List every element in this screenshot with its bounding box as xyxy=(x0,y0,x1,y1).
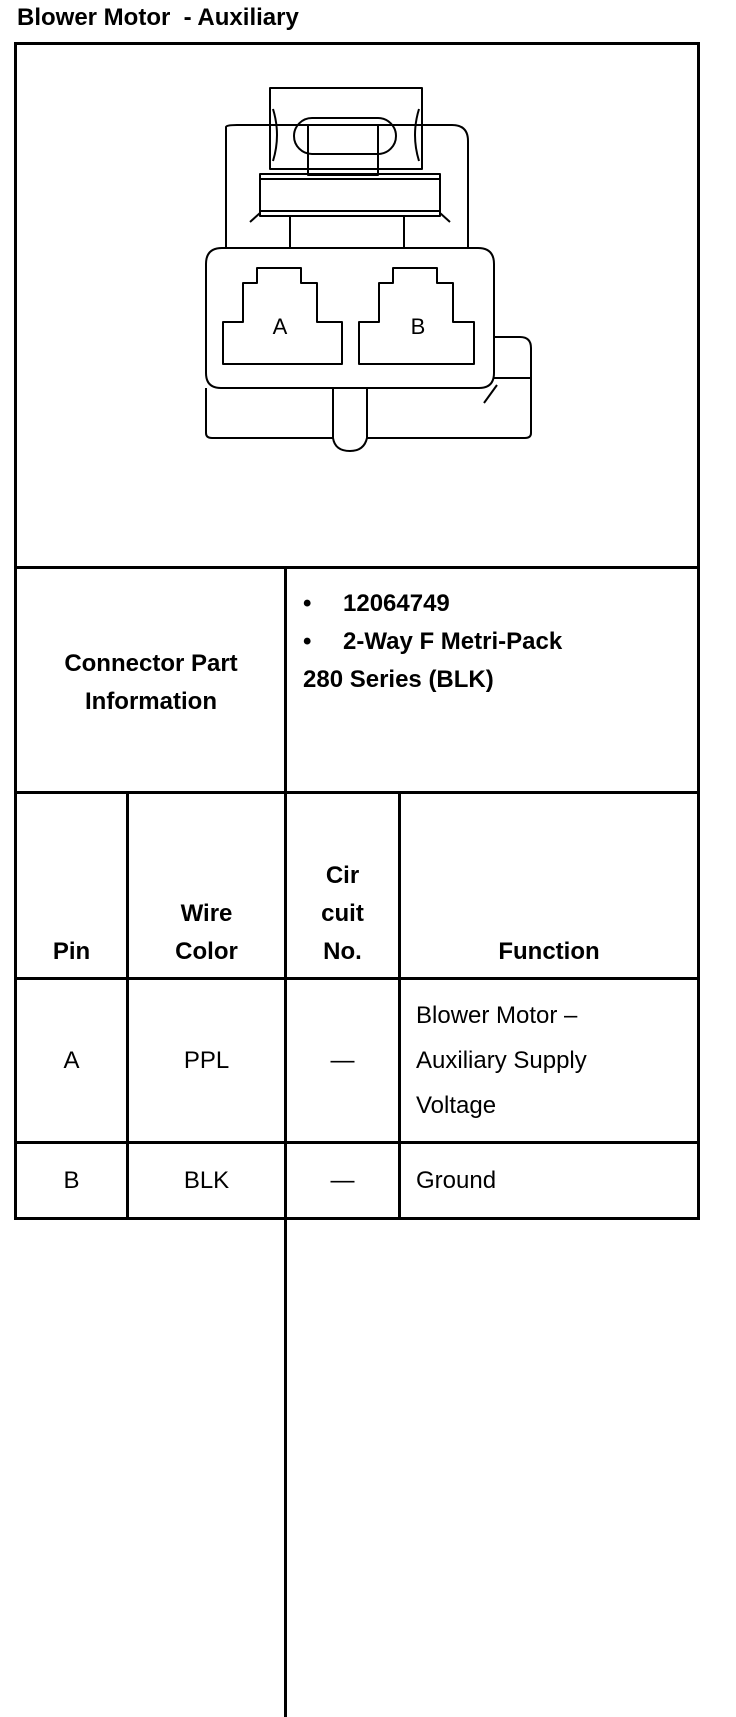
header-wire-color-line1: Wire xyxy=(180,900,233,927)
header-wire-color-line2: Color xyxy=(175,938,238,965)
header-circuit-line3: No. xyxy=(323,938,362,965)
bullet: • xyxy=(303,590,312,617)
divider-row-a xyxy=(17,1141,697,1144)
table-row-a-function: Blower Motor – Auxiliary Supply Voltage xyxy=(401,980,697,1141)
part-number: 12064749 xyxy=(343,590,450,617)
function-line: Voltage xyxy=(416,1092,497,1119)
table-row-b-function: Ground xyxy=(401,1144,697,1217)
divider-col-pin xyxy=(126,794,129,1217)
part-number-item: • 12064749 xyxy=(303,585,562,623)
header-function: Function xyxy=(401,794,697,977)
part-info-label-line1: Connector Part xyxy=(64,650,238,677)
table-row-a-circuit: — xyxy=(330,1046,355,1074)
connector-series: 280 Series (BLK) xyxy=(303,666,494,693)
header-circuit-line2: cuit xyxy=(321,900,364,927)
table-row-a-wire-color: PPL xyxy=(183,1046,230,1074)
function-line: Auxiliary Supply xyxy=(416,1047,587,1074)
divider-col-function xyxy=(398,794,401,1217)
header-circuit-line1: Cir xyxy=(325,862,360,889)
cavity-b-label: B xyxy=(411,314,426,339)
connector-diagram: A B xyxy=(205,87,532,452)
table-row-b-wire-color: BLK xyxy=(183,1166,230,1194)
cavity-a-label: A xyxy=(273,314,288,339)
connector-table: A B Connector Part Information • 12064749… xyxy=(14,42,700,1717)
part-info-list: • 12064749 • 2-Way F Metri-Pack 280 Series… xyxy=(303,585,562,699)
part-info-label: Connector Part Information xyxy=(17,572,285,794)
table-row-b-pin: B xyxy=(63,1166,80,1194)
connector-type-item: • 2-Way F Metri-Pack xyxy=(303,623,562,661)
part-info-label-line2: Information xyxy=(84,688,217,715)
header-wire-color: Wire Color xyxy=(129,794,284,977)
divider-header xyxy=(17,977,697,980)
divider-col-circuit-left xyxy=(284,569,287,1717)
header-function-text: Function xyxy=(498,938,600,965)
table-row-b-circuit: — xyxy=(330,1166,355,1194)
function-line: Ground xyxy=(416,1167,497,1194)
page-title: Blower Motor - Auxiliary xyxy=(17,4,299,31)
header-pin: Pin xyxy=(17,794,126,977)
divider-diagram xyxy=(17,566,697,569)
header-pin-text: Pin xyxy=(52,938,91,965)
connector-type: 2-Way F Metri-Pack xyxy=(343,628,563,655)
divider-part-info xyxy=(17,791,697,794)
function-line: Blower Motor – xyxy=(416,1002,578,1029)
header-circuit: Cir cuit No. xyxy=(287,794,398,977)
table-row-a-pin: A xyxy=(63,1046,80,1074)
bullet: • xyxy=(303,628,312,655)
